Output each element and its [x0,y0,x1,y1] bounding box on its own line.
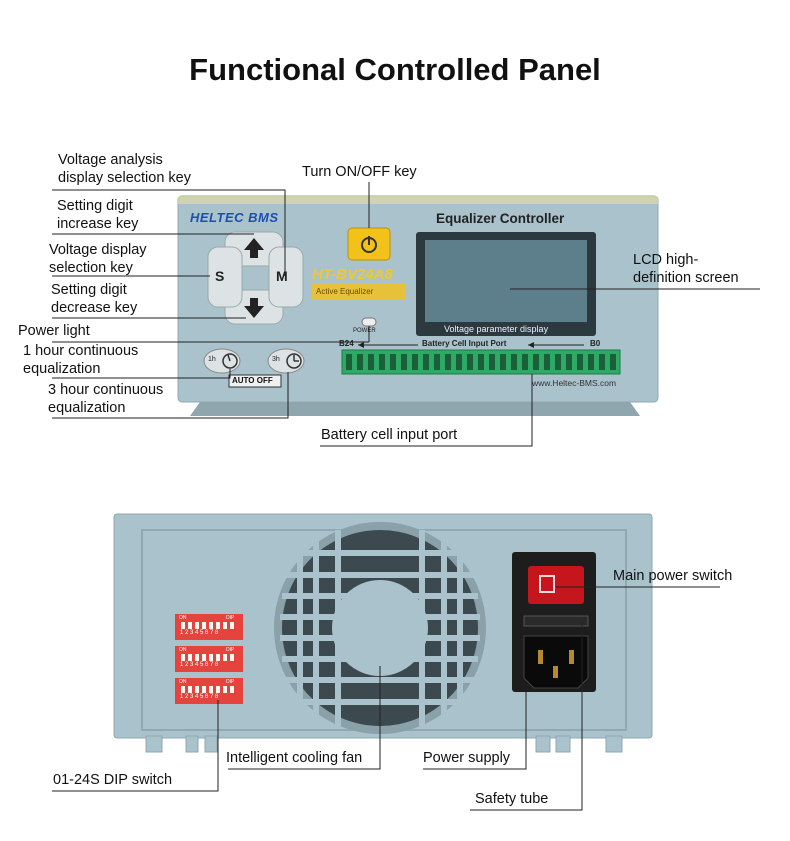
label-lcd-line2: definition screen [633,270,739,286]
label-battery-port: Battery cell input port [321,427,458,443]
dip-on-label-3: ON [179,679,187,685]
one-hour-button [203,348,241,374]
label-main-power-switch: Main power switch [613,568,733,584]
label-three-hour-line1: 3 hour continuous [48,382,164,398]
auto-off-label: AUTO OFF [232,376,273,385]
dip-label-1: DIP [226,615,235,621]
port-label: Battery Cell Input Port [422,339,507,348]
label-power-light: Power light [18,323,90,339]
dip-switch-bank [175,614,243,704]
label-lcd-line1: LCD high- [633,252,699,268]
dip-numbers-2: 1 2 3 4 5 6 7 8 [180,662,219,668]
down-arrow-icon [244,298,264,318]
device-title: Equalizer Controller [436,211,565,226]
button-3h-label: 3h [272,356,280,363]
dip-numbers-1: 1 2 3 4 5 6 7 8 [180,630,219,636]
website-label: www.Heltec-BMS.com [532,378,617,388]
leader-lines [52,182,760,811]
label-lcd-screen: LCD high- definition screen [633,251,739,287]
label-voltage-analysis: Voltage analysis display selection key [58,151,191,187]
key-s[interactable]: S [215,268,225,284]
label-decrease-line2: decrease key [51,300,138,316]
label-three-hour: 3 hour continuous equalization [48,381,163,417]
power-text: POWER [353,328,376,334]
label-increase-line1: Setting digit [57,198,133,214]
page-title: Functional Controlled Panel [189,52,601,87]
lcd-screen [425,240,587,322]
direction-keypad [207,231,304,325]
label-one-hour-line1: 1 hour continuous [23,343,139,359]
dip-on-label-1: ON [179,615,187,621]
dip-numbers-3: 1 2 3 4 5 6 7 8 [180,694,219,700]
cooling-fan [274,522,486,734]
button-1h-label: 1h [208,356,216,363]
label-turn-on-off: Turn ON/OFF key [302,164,417,180]
label-increase-key: Setting digit increase key [57,197,138,233]
label-power-supply: Power supply [423,750,511,766]
dip-label-3: DIP [226,679,235,685]
power-inlet-module [512,552,596,692]
power-light [361,317,377,327]
terminal-block [341,349,621,375]
label-increase-line2: increase key [57,216,139,232]
label-voltage-analysis-line1: Voltage analysis [58,152,163,168]
port-left-label: B24 [339,339,354,348]
label-decrease-key: Setting digit decrease key [51,281,137,317]
label-one-hour: 1 hour continuous equalization [23,342,138,378]
label-voltage-display: Voltage display selection key [49,241,147,277]
up-arrow-icon [244,238,264,258]
label-one-hour-line2: equalization [23,361,101,377]
label-voltage-display-line2: selection key [49,260,133,276]
dip-label-2: DIP [226,647,235,653]
model-subtitle: Active Equalizer [316,287,374,296]
label-voltage-display-line1: Voltage display [49,242,147,258]
label-safety-tube: Safety tube [475,791,549,807]
label-decrease-line1: Setting digit [51,282,127,298]
brand-logo: HELTEC BMS [190,210,279,225]
key-m[interactable]: M [276,268,288,284]
dip-on-label-2: ON [179,647,187,653]
label-dip-switch: 01-24S DIP switch [53,772,173,788]
three-hour-button [267,348,305,374]
label-voltage-analysis-line2: display selection key [58,170,191,186]
label-cooling-fan: Intelligent cooling fan [226,750,363,766]
front-device-base [190,402,640,416]
main-power-switch [528,566,584,604]
model-label: HT-BV24A8 [312,266,393,283]
port-right-label: B0 [590,339,601,348]
fuse-holder [523,615,589,627]
label-three-hour-line2: equalization [48,400,126,416]
screen-caption: Voltage parameter display [444,324,549,334]
